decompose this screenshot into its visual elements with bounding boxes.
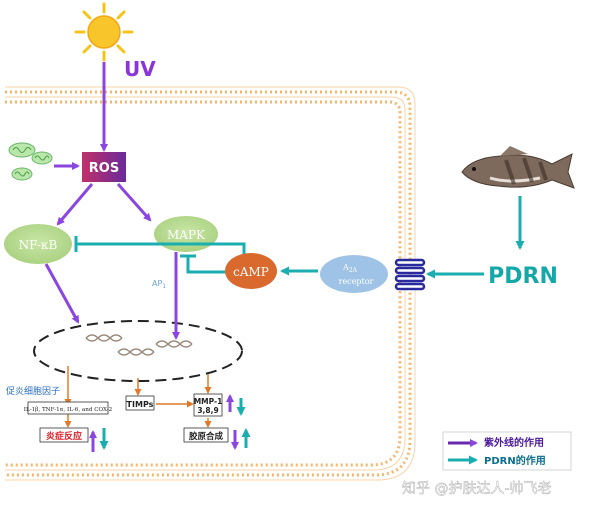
- mapk-label: MAPK: [167, 228, 206, 242]
- nfkb-node: [4, 224, 72, 264]
- ap1-sub: 1: [162, 283, 166, 290]
- inflammation-box: [39, 427, 89, 443]
- cytokines-box: [27, 401, 109, 415]
- ros-node: [82, 152, 126, 182]
- uv-label: UV: [124, 57, 156, 81]
- pro-inflam-title: 促炎细胞因子: [6, 385, 60, 397]
- a2a-sub: 2A: [349, 267, 358, 274]
- effect-arrows: [89, 394, 251, 452]
- ros-to-mapk-arrow: [116, 183, 152, 222]
- a2a-receptor-title: A2A: [342, 263, 358, 274]
- camp-node: [225, 253, 277, 289]
- inflammation-label: 炎症反应: [46, 430, 82, 442]
- collagen-label: 胶原合成: [189, 431, 224, 442]
- dna-icon: [85, 334, 193, 356]
- mitochondria-icon: [8, 142, 53, 181]
- nfkb-label: NF-κB: [19, 238, 58, 252]
- ap1-label: AP1: [152, 279, 166, 290]
- legend-pdrn-label: PDRN的作用: [484, 454, 546, 467]
- ros-label: ROS: [89, 161, 119, 176]
- fish-icon: [461, 146, 575, 189]
- timps-label: TIMPs: [127, 400, 154, 409]
- watermark: 知乎 @护肤达人-帅飞老: [402, 480, 552, 497]
- legend: 紫外线的作用 PDRN的作用: [442, 431, 572, 471]
- mmp-label: MMP-1: [194, 397, 223, 406]
- camp-label: cAMP: [233, 265, 269, 279]
- a2a-receptor-node: [320, 255, 388, 293]
- nucleus-outline: [33, 320, 243, 382]
- ros-to-nfkb-arrow: [56, 183, 94, 226]
- cytokines-label: IL-1β, TNF-1α, IL-6, and COX-2: [24, 407, 113, 413]
- nfkb-to-nucleus-arrow: [44, 263, 80, 324]
- a2a-main: A: [342, 263, 349, 272]
- mmp-box: [193, 393, 223, 417]
- camp-inhibit-mapk: [180, 254, 228, 274]
- a2a-receptor-label: receptor: [339, 277, 374, 286]
- legend-uv-label: 紫外线的作用: [484, 436, 544, 449]
- pdrn-label: PDRN: [488, 264, 558, 289]
- timps-box: [125, 395, 155, 411]
- collagen-box: [183, 427, 229, 443]
- ap1-main: AP: [152, 279, 162, 288]
- mmp-sub-label: 3,8,9: [197, 406, 218, 415]
- nucleus-output-arrows: [64, 366, 212, 428]
- sun-icon: [74, 2, 134, 62]
- receptor-coil-icon: [394, 258, 426, 291]
